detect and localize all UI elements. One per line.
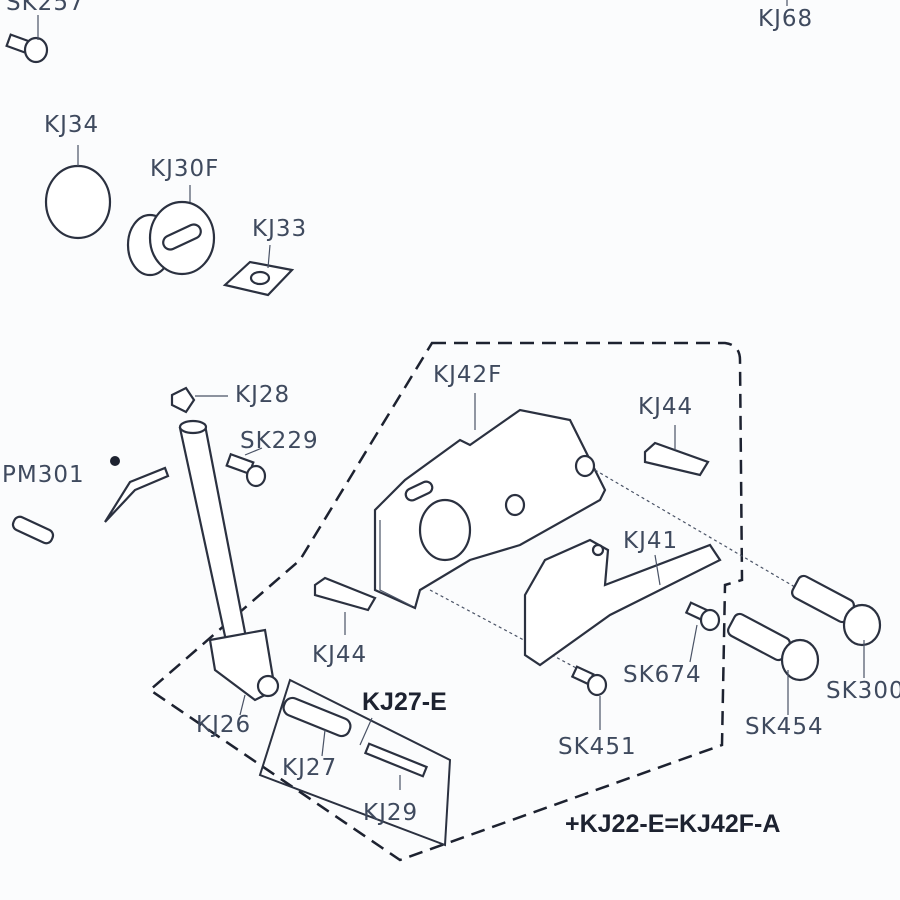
label-kj28: KJ28 <box>235 382 290 408</box>
knurled-disc-kj34 <box>46 145 110 238</box>
label-kj27e: KJ27-E <box>362 688 447 717</box>
block-kj44-top <box>645 425 708 475</box>
plate-kj33 <box>225 245 292 295</box>
block-kj44-left <box>315 578 375 635</box>
label-kj42f: KJ42F <box>433 362 502 388</box>
screw-sk257 <box>7 15 47 62</box>
eccentric-kj30f <box>128 185 214 275</box>
label-kj26: KJ26 <box>196 712 251 738</box>
pin-kj27 <box>281 696 353 756</box>
label-kj68: KJ68 <box>758 6 813 32</box>
label-sk451: SK451 <box>558 734 637 760</box>
label-kj29: KJ29 <box>363 800 418 826</box>
label-kj27: KJ27 <box>282 755 337 781</box>
label-kj34: KJ34 <box>44 112 99 138</box>
screw-sk451 <box>572 667 606 730</box>
label-sk229: SK229 <box>240 428 319 454</box>
assembly-note: +KJ22-E=KJ42F-A <box>565 810 780 839</box>
label-sk454: SK454 <box>745 714 824 740</box>
label-sk257: SK257 <box>6 0 85 16</box>
label-sk674: SK674 <box>623 662 702 688</box>
label-kj44-left: KJ44 <box>312 642 367 668</box>
label-sk300: SK300 <box>826 678 900 704</box>
key-kj29 <box>365 744 426 790</box>
label-kj30f: KJ30F <box>150 156 219 182</box>
screw-sk674 <box>686 603 719 662</box>
screw-sk454 <box>726 612 818 715</box>
label-kj44-top: KJ44 <box>638 394 693 420</box>
label-pm301: PM301 <box>2 462 85 488</box>
label-kj33: KJ33 <box>252 216 307 242</box>
label-kj41: KJ41 <box>623 528 678 554</box>
